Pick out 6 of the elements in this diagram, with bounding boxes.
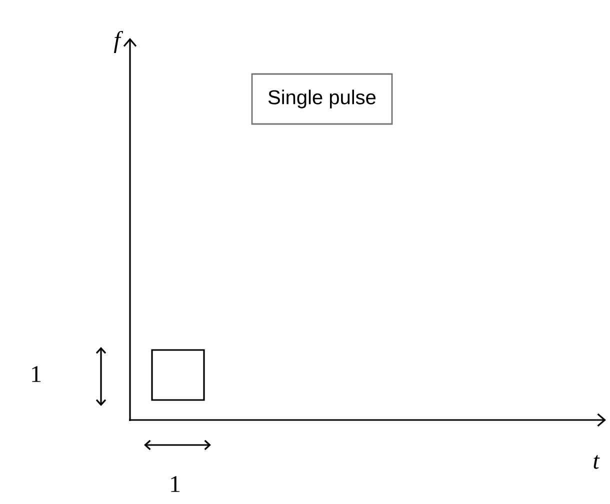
dimension-label: 1 [171, 476, 180, 492]
axis-label: f [114, 31, 124, 53]
pulse-square [151, 349, 205, 401]
dimension-label: 1 [32, 366, 41, 382]
label-box: Single pulse [251, 73, 393, 125]
axis-label: t [594, 455, 600, 469]
